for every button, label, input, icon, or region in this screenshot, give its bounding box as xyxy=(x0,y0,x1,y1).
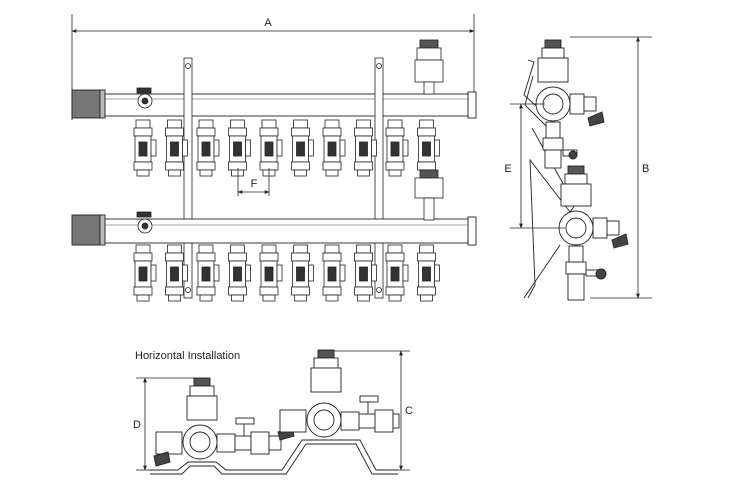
lower-outlet xyxy=(228,244,251,302)
dimension-a-label: A xyxy=(264,17,272,29)
drain-valve-lower xyxy=(136,211,153,234)
lower-outlet xyxy=(417,244,440,302)
horizontal-installation-caption: Horizontal Installation xyxy=(135,350,240,362)
upper-outlet xyxy=(133,119,157,177)
dimension-f-label: F xyxy=(251,178,258,190)
lower-outlet xyxy=(196,244,220,302)
upper-outlet xyxy=(417,119,440,177)
lower-outlet xyxy=(165,244,188,302)
dimension-d xyxy=(136,377,196,471)
upper-outlet xyxy=(322,119,346,177)
lower-outlet xyxy=(322,244,346,302)
dimension-e xyxy=(510,103,565,229)
dimension-c-label: C xyxy=(405,405,413,417)
upper-outlet xyxy=(228,119,251,177)
dimension-f xyxy=(237,168,270,196)
lower-manifold-bar xyxy=(71,214,477,246)
lower-outlet xyxy=(354,244,377,302)
drain-valve-upper xyxy=(136,87,153,109)
upper-outlet xyxy=(165,119,188,177)
upper-outlet xyxy=(291,119,314,177)
dimension-b-label: B xyxy=(642,163,649,175)
horizontal-installation-view xyxy=(150,349,400,475)
lower-outlets xyxy=(133,244,440,302)
upper-outlet xyxy=(354,119,377,177)
lower-outlet xyxy=(291,244,314,302)
lower-outlet xyxy=(133,244,157,302)
air-vent-upper xyxy=(414,39,444,95)
upper-outlet xyxy=(385,119,409,177)
lower-outlet xyxy=(259,244,283,302)
upper-outlet xyxy=(196,119,220,177)
upper-manifold-bar xyxy=(71,89,477,119)
bracket-right xyxy=(374,57,384,299)
dimension-d-label: D xyxy=(133,419,141,431)
dimension-e-label: E xyxy=(504,163,511,175)
upper-outlet xyxy=(259,119,283,177)
dimension-c xyxy=(334,350,410,471)
bracket-left xyxy=(183,57,193,299)
upper-outlets xyxy=(133,119,440,177)
lower-outlet xyxy=(385,244,409,302)
air-vent-lower xyxy=(414,169,444,221)
dimension-b xyxy=(570,36,652,299)
side-view xyxy=(523,39,629,301)
